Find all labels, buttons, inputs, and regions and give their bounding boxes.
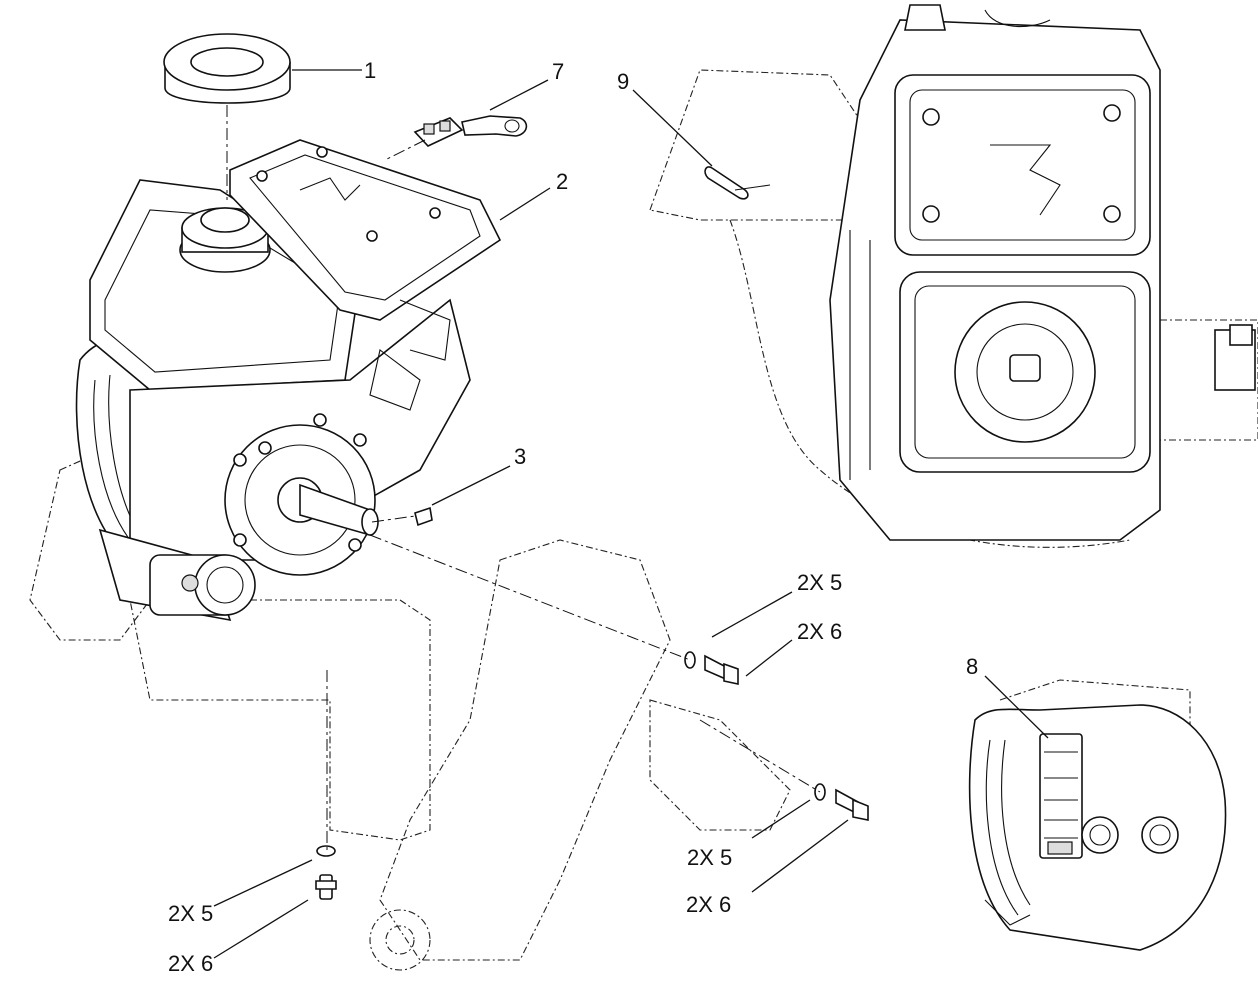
callout-2x6-upper: 2X 6 xyxy=(797,619,842,644)
engine-assembly xyxy=(29,33,869,971)
callout-2: 2 xyxy=(556,169,568,194)
bolt-washer-middle xyxy=(684,651,739,685)
callout-2x6-left: 2X 6 xyxy=(168,951,213,976)
ignition-key-part-7 xyxy=(413,115,528,147)
leader-lines xyxy=(213,69,1049,959)
engine-body xyxy=(75,139,502,622)
callout-2x5-left: 2X 5 xyxy=(168,901,213,926)
bolt-washer-lower-left xyxy=(315,845,337,900)
callout-2x5-right: 2X 5 xyxy=(687,845,732,870)
engine-side-decal-inset xyxy=(968,679,1227,951)
callout-2x5-upper: 2X 5 xyxy=(797,570,842,595)
callout-2x6-right: 2X 6 xyxy=(686,892,731,917)
callout-9: 9 xyxy=(617,69,629,94)
safety-decal-part-8 xyxy=(1039,733,1083,859)
callout-7: 7 xyxy=(552,59,564,84)
bolt-washer-right xyxy=(814,783,869,821)
gasket-ring-part-1 xyxy=(163,33,291,104)
engine-top-view-inset xyxy=(649,4,1258,548)
callout-3: 3 xyxy=(514,444,526,469)
hairpin-clip-part-9 xyxy=(704,166,771,200)
callout-1: 1 xyxy=(364,58,376,83)
callout-labels: 1 2 3 7 9 8 2X 5 2X 6 2X 5 2X 6 2X 5 2X … xyxy=(168,58,978,976)
callout-8: 8 xyxy=(966,654,978,679)
shaft-key-part-3 xyxy=(414,506,433,527)
